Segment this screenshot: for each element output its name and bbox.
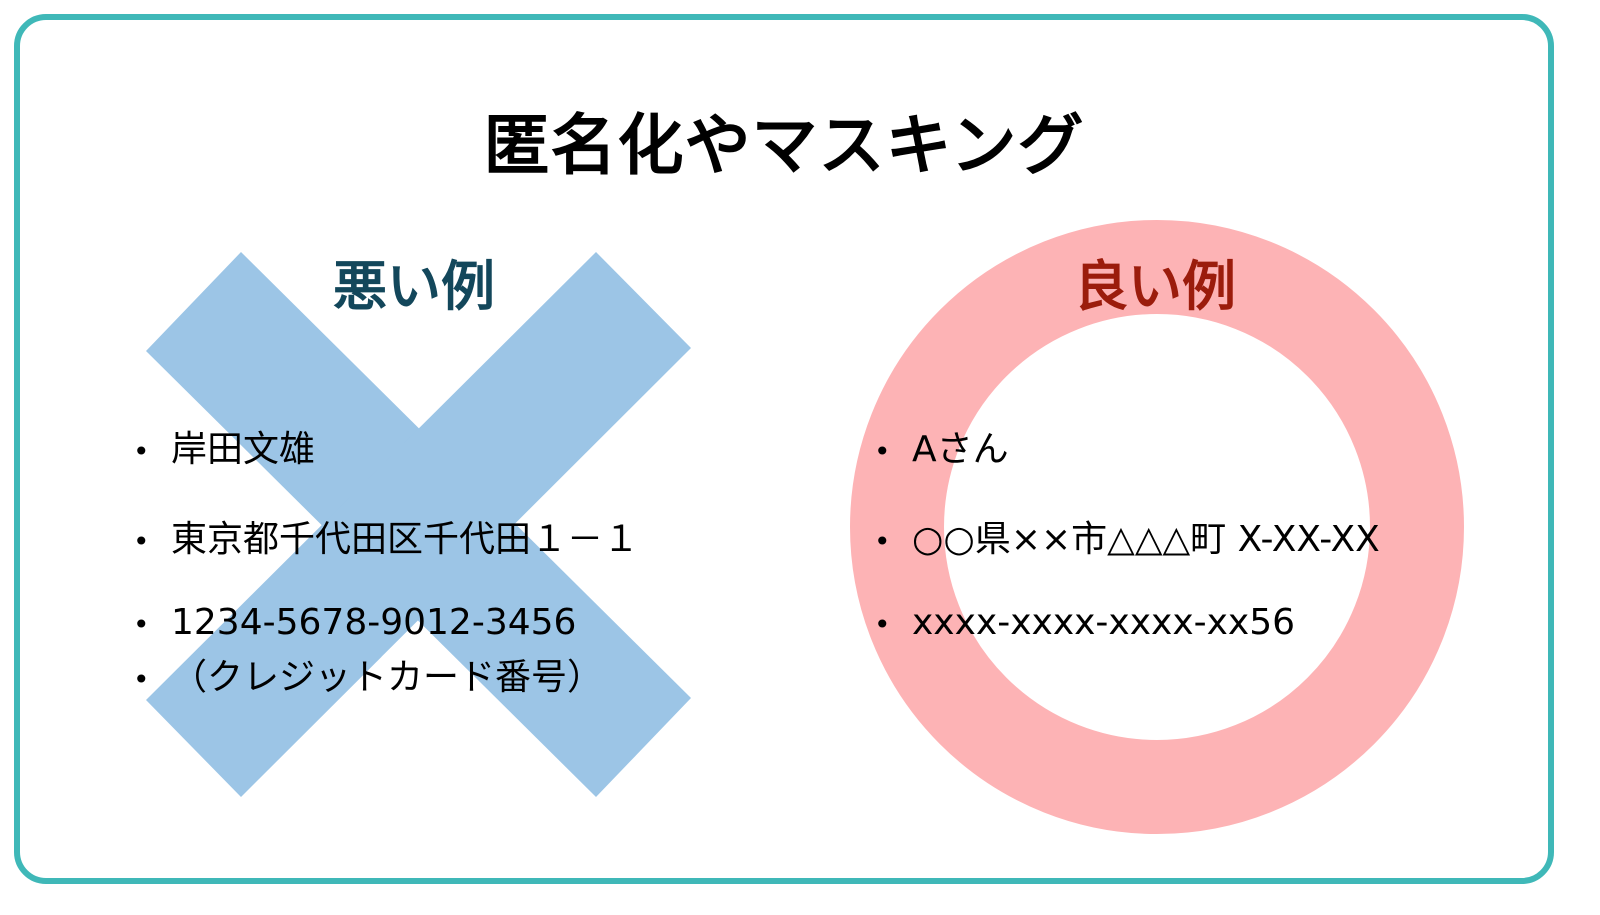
good-item-address: ○○県××市△△△町 X-XX-XX <box>912 519 1380 560</box>
cross-mark-icon <box>146 252 691 797</box>
circle-mark-icon <box>850 220 1464 834</box>
page-title: 匿名化やマスキング <box>483 107 1085 184</box>
bullet-icon: • <box>133 524 150 558</box>
bullet-icon: • <box>133 607 150 641</box>
bullet-icon: • <box>874 607 891 641</box>
bullet-icon: • <box>874 434 891 468</box>
good-item-card-number: xxxx-xxxx-xxxx-xx56 <box>912 602 1296 643</box>
bullet-icon: • <box>874 524 891 558</box>
list-item: • （クレジットカード番号） <box>133 648 603 700</box>
list-item: • 1234-5678-9012-3456 <box>133 602 576 643</box>
list-item: • xxxx-xxxx-xxxx-xx56 <box>874 602 1295 643</box>
bad-item-card-number: 1234-5678-9012-3456 <box>171 602 577 643</box>
good-example-heading: 良い例 <box>1074 255 1236 318</box>
list-item: • Aさん <box>874 420 1009 472</box>
list-item: • 東京都千代田区千代田１－１ <box>133 510 639 562</box>
bad-item-address: 東京都千代田区千代田１－１ <box>171 519 640 560</box>
good-item-name: Aさん <box>912 429 1009 470</box>
bad-item-name: 岸田文雄 <box>171 429 316 470</box>
list-item: • 岸田文雄 <box>133 420 315 472</box>
bullet-icon: • <box>133 434 150 468</box>
cross-stroke-2 <box>146 252 691 797</box>
list-item: • ○○県××市△△△町 X-XX-XX <box>874 510 1380 562</box>
bullet-icon: • <box>133 662 150 696</box>
bad-example-heading: 悪い例 <box>333 255 495 318</box>
bad-item-card-note: （クレジットカード番号） <box>171 657 604 698</box>
